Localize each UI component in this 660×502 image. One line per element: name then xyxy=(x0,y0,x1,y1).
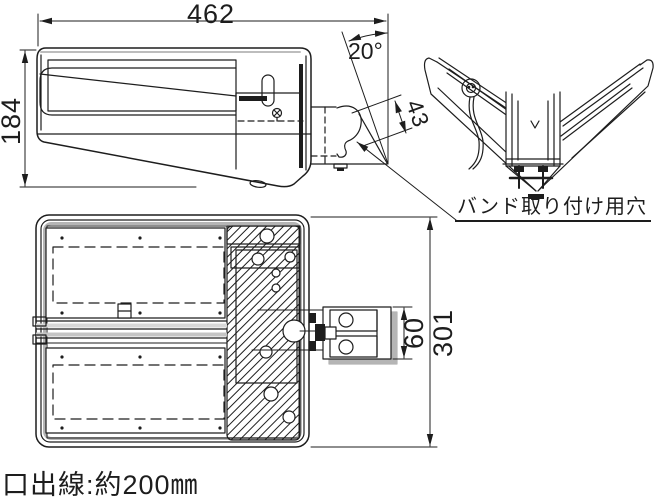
dim-height-label: 184 xyxy=(0,96,26,146)
lead-wire-note: 口出線:約200㎜ xyxy=(2,470,199,500)
side-view xyxy=(19,13,457,221)
plan-view xyxy=(32,214,438,448)
dim-depth-label: 301 xyxy=(428,308,458,358)
dim-width-label: 462 xyxy=(186,0,236,29)
band-hole-annotation: バンド取り付け用穴 xyxy=(455,197,651,222)
dim-angle-label: 20° xyxy=(348,38,383,64)
rear-view xyxy=(423,57,654,199)
dim-bracket-width-label: 60 xyxy=(399,316,429,350)
